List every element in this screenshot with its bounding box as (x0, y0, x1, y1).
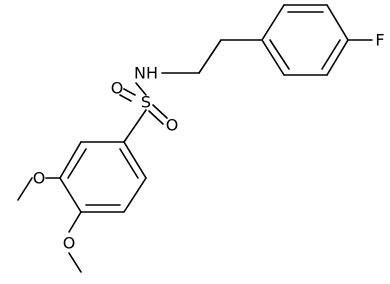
nitrogen-atom-label: NH (134, 64, 158, 83)
fluorophenyl-ring (261, 4, 373, 76)
double-bond (123, 88, 136, 96)
bond (123, 109, 147, 143)
bond (326, 4, 349, 41)
double-bond (119, 94, 132, 102)
bond (123, 177, 147, 213)
bond (68, 252, 82, 273)
double-bond (67, 148, 87, 179)
double-bond (269, 39, 290, 70)
bond (135, 82, 147, 96)
bond (59, 141, 82, 179)
bond (59, 177, 82, 213)
bond (326, 39, 349, 76)
dimethoxyphenyl-ring (59, 141, 147, 213)
oxygen-atom-label: O (63, 234, 76, 253)
bond (261, 4, 285, 41)
oxygen-atom-label: O (33, 169, 46, 188)
sulfur-atom-label: S (141, 93, 151, 112)
sulfonyl-group (119, 82, 168, 143)
double-bond (148, 110, 164, 125)
oxygen-atom-label: O (111, 79, 124, 98)
bond (123, 141, 147, 179)
double-bond (152, 104, 168, 119)
bond (68, 211, 82, 233)
double-bond (321, 39, 341, 70)
bond (17, 177, 33, 201)
methoxy-groups (17, 177, 82, 273)
ethyl-linker (161, 39, 263, 74)
bond (198, 39, 222, 74)
bond (261, 39, 285, 76)
double-bond (119, 148, 139, 179)
oxygen-atom-label: O (166, 116, 179, 135)
fluorine-atom-label: F (375, 31, 384, 50)
